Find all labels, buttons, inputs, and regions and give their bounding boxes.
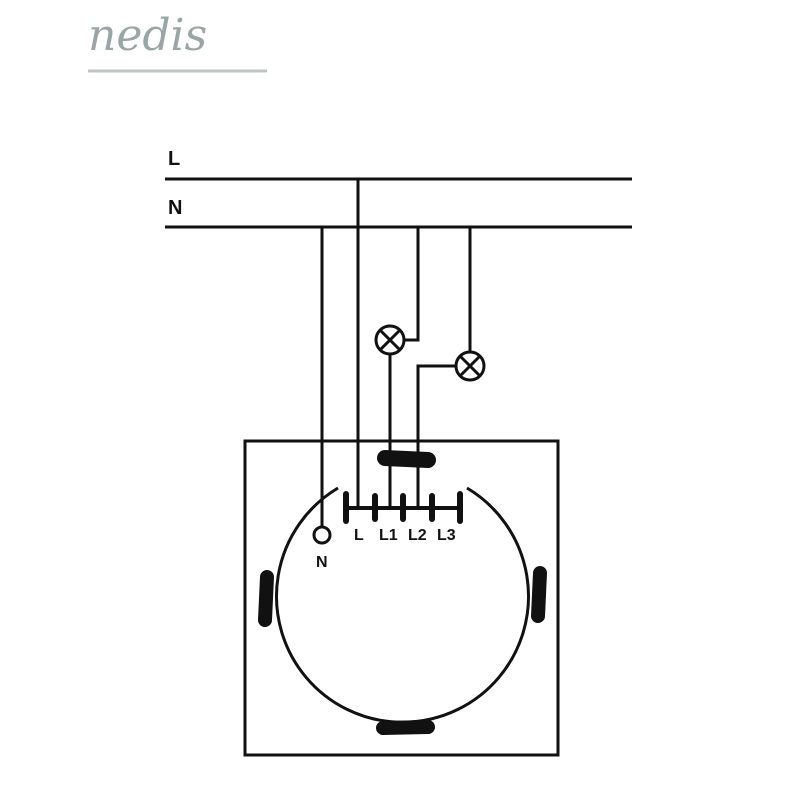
mounting-slot-bottom (376, 720, 435, 735)
switch-body-arc (275, 486, 530, 724)
lamp-1 (374, 324, 406, 356)
mounting-slot-right (531, 566, 547, 623)
switch-plate (243, 439, 560, 757)
lamp1-neutral-wire (404, 227, 420, 342)
terminal-block (343, 491, 463, 524)
terminal-label-l3: L3 (437, 527, 456, 544)
l2-wire (416, 364, 456, 508)
mounting-slot-top (377, 450, 436, 468)
terminal-label-l: L (354, 527, 364, 544)
logo-text: nedis (88, 10, 207, 61)
neutral-terminal-label: N (316, 554, 328, 571)
mounting-slot-left (258, 570, 274, 627)
switch-module (243, 439, 560, 757)
neutral-terminal (312, 525, 332, 545)
terminal-label-l2: L2 (408, 527, 427, 544)
neutral-bus-label: N (168, 197, 182, 219)
lamp-2 (454, 350, 486, 382)
terminal-label-l1: L1 (379, 527, 398, 544)
nedis-logo: nedis (88, 10, 267, 73)
line-bus-label: L (168, 148, 180, 170)
